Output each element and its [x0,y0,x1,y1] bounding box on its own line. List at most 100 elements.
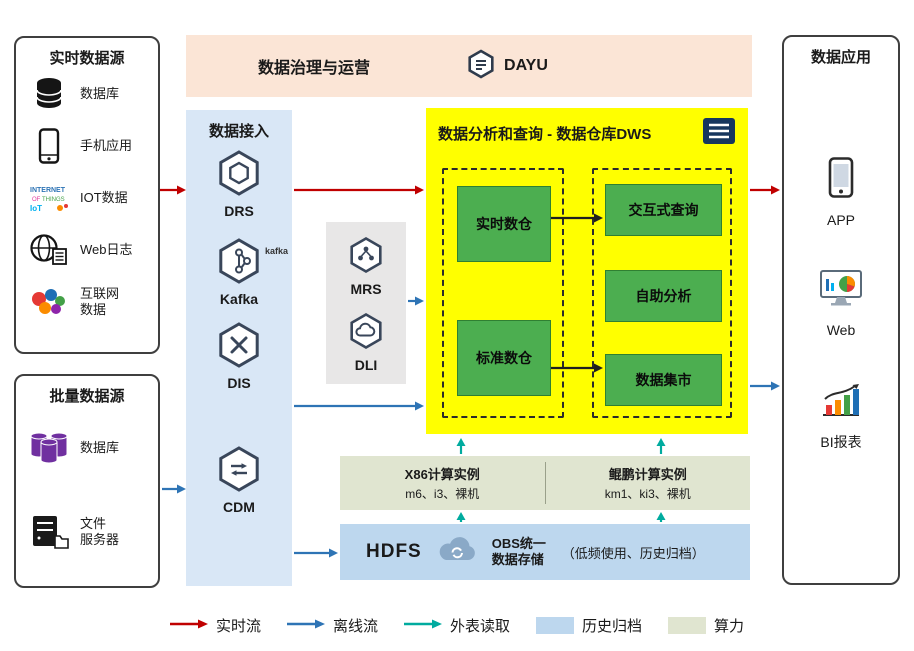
dayu-icon [466,49,496,84]
dws-doc-icon [702,117,736,150]
data-access-title: 数据接入 [208,123,269,140]
svg-text:THINGS: THINGS [42,197,65,203]
app-item-app: APP [784,157,898,228]
kafka-icon: kafka [216,238,288,289]
legend-realtime: 实时流 [169,615,261,636]
compute-divider [544,462,546,504]
service-dli: DLI [326,312,406,373]
dws-title: 数据分析和查询 - 数据仓库DWS [438,126,652,143]
source-item-batch-database: 数据库 [16,406,158,490]
internet-data-icon [26,287,72,317]
file-server-icon [26,514,72,550]
app-item-bi-report: BI报表 [784,383,898,452]
compute-panel: X86计算实例 m6、i3、裸机 鲲鹏计算实例 km1、ki3、裸机 [340,456,750,510]
x86-spec: m6、i3、裸机 [405,487,480,501]
service-name: DIS [227,375,251,391]
source-item-web-log: Web日志 [16,224,158,276]
kunpeng-title: 鲲鹏计算实例 [608,467,687,482]
legend-offline: 离线流 [286,615,378,636]
data-mart-box: 数据集市 [605,354,722,406]
service-name: DRS [224,203,254,219]
source-label: 手机应用 [80,137,133,153]
app-label: APP [826,212,855,228]
governance-title: 数据治理与运营 [258,60,371,77]
source-label: 文件 服务器 [80,515,120,547]
drs-icon [216,150,262,201]
kunpeng-compute: 鲲鹏计算实例 km1、ki3、裸机 [546,456,751,510]
svg-text:IoT: IoT [30,204,42,213]
compute-swatch [668,617,707,634]
dws-title-row: 数据分析和查询 - 数据仓库DWS [426,117,748,150]
service-name: Kafka [219,291,259,307]
kafka-wordmark: kafka [264,246,288,256]
dws-panel: 数据分析和查询 - 数据仓库DWS 实时数仓 标准数仓 交互式查询 自助分析 数… [426,108,748,434]
obs-cloud-icon [434,534,480,571]
source-label: 数据库 [80,85,120,101]
legend: 实时流 离线流 外表读取 历史归档 算力 [0,615,914,636]
legend-label: 算力 [714,618,745,635]
bi-chart-icon [819,383,863,424]
dis-icon [216,322,262,373]
self-analysis-box: 自助分析 [605,270,722,322]
svg-text:OF: OF [32,197,41,203]
legend-label: 历史归档 [582,618,643,635]
service-name: CDM [223,499,255,515]
interactive-query-box: 交互式查询 [605,184,722,236]
cdm-icon [216,446,262,497]
mrs-icon [347,236,385,279]
source-item-internet-data: 互联网 数据 [16,276,158,328]
database-icon [26,76,72,112]
dws-query-group: 交互式查询 自助分析 数据集市 [592,168,732,418]
database-cluster-icon [26,430,72,466]
batch-sources-title: 批量数据源 [49,388,125,405]
source-item-mobile-app: 手机应用 [16,120,158,172]
legend-label: 离线流 [332,618,378,635]
x86-compute: X86计算实例 m6、i3、裸机 [340,456,545,510]
source-label: IOT数据 [80,189,128,205]
source-label: 数据库 [80,439,120,455]
legend-external: 外表读取 [403,615,510,636]
obs-title: OBS统一数据存储 [491,535,546,567]
offline-arrow-icon [286,617,325,634]
service-dis: DIS [186,322,292,391]
realtime-sources-title: 实时数据源 [49,50,125,67]
service-name: MRS [350,281,382,297]
applications-panel: 数据应用 APP Web BI报表 [782,35,900,585]
service-mrs: MRS [326,236,406,297]
legend-label: 实时流 [215,618,261,635]
phone-icon [26,128,72,164]
obs-note: （低频使用、历史归档） [561,545,705,561]
source-label: Web日志 [80,241,133,257]
analytics-services-panel: MRS DLI [326,222,406,384]
service-drs: DRS [186,150,292,219]
web-monitor-icon [819,269,863,314]
standard-dw-box: 标准数仓 [457,320,551,396]
external-arrow-icon [403,617,442,634]
source-item-file-server: 文件 服务器 [16,490,158,574]
legend-archive: 历史归档 [536,615,642,636]
batch-sources-panel: 批量数据源 数据库 文件 服务器 [14,374,160,588]
dayu-label: DAYU [504,57,548,74]
app-label: BI报表 [820,434,862,450]
hdfs-label: HDFS [366,541,422,562]
legend-label: 外表读取 [449,618,510,635]
applications-title: 数据应用 [810,49,871,66]
service-cdm: CDM [186,446,292,515]
service-kafka: kafka Kafka [186,238,292,307]
realtime-arrow-icon [169,617,208,634]
source-label: 互联网 数据 [80,285,120,317]
app-phone-icon [828,157,854,204]
dayu-product: DAYU [466,49,548,84]
source-item-database: 数据库 [16,68,158,120]
kunpeng-spec: km1、ki3、裸机 [604,487,691,501]
storage-panel: HDFS OBS统一数据存储 （低频使用、历史归档） [340,524,750,580]
service-name: DLI [354,357,378,373]
legend-compute: 算力 [668,615,744,636]
svg-text:INTERNET: INTERNET [30,187,66,194]
realtime-dw-box: 实时数仓 [457,186,551,262]
data-access-panel: 数据接入 DRS kafka Kafka DIS CDM [186,110,292,586]
